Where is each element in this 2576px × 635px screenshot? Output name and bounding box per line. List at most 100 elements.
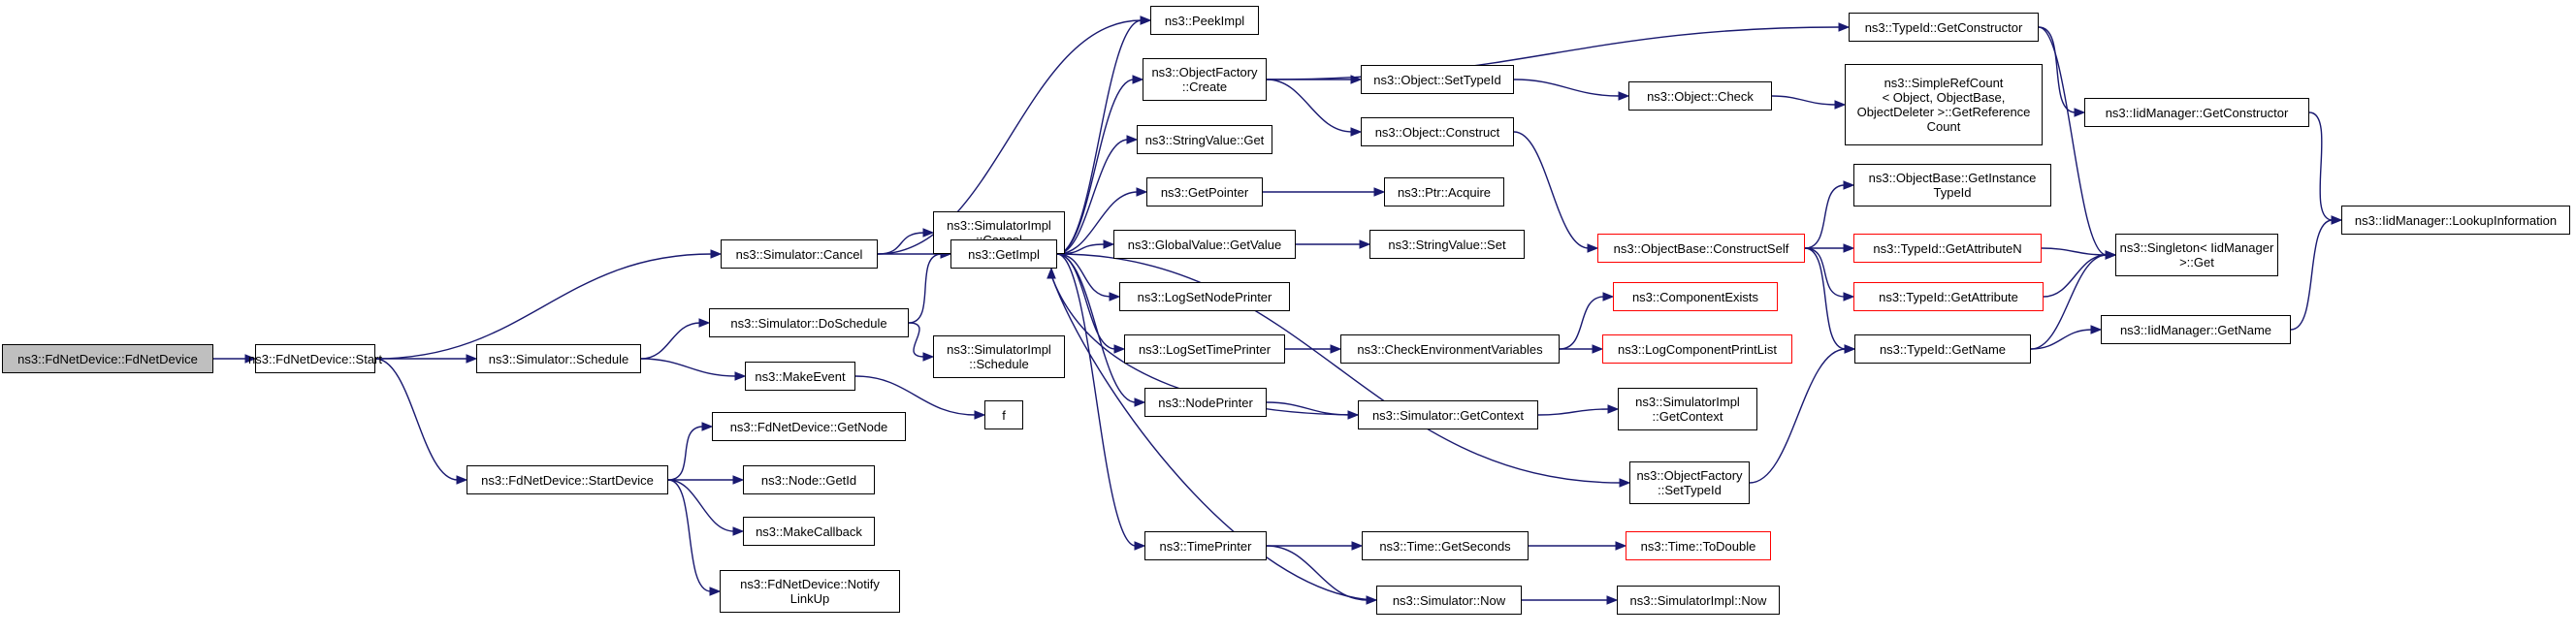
edge-iidgetctor-to-lookupinfo	[2308, 111, 2334, 221]
getimpl-node[interactable]: ns3::GetImpl	[950, 239, 1057, 269]
arrowhead	[1843, 243, 1855, 253]
getseconds-node[interactable]: ns3::Time::GetSeconds	[1362, 531, 1529, 560]
checkenv-node[interactable]: ns3::CheckEnvironmentVariables	[1340, 334, 1560, 364]
startdev-node[interactable]: ns3::FdNetDevice::StartDevice	[467, 465, 668, 494]
typeidgetname-node[interactable]: ns3::TypeId::GetName	[1854, 334, 2031, 364]
arrowhead	[710, 249, 723, 259]
arrowhead	[1132, 75, 1144, 84]
peekimpl-node[interactable]: ns3::PeekImpl	[1150, 6, 1259, 35]
simimplcancel-node[interactable]: ns3::SimulatorImpl ::Cancel	[933, 211, 1065, 254]
ofsettypeid-node[interactable]: ns3::ObjectFactory ::SetTypeId	[1629, 461, 1750, 504]
edge-getimpl-to-nodeprinter	[1056, 253, 1137, 403]
arrowhead	[1330, 344, 1342, 354]
arrowhead	[698, 318, 711, 328]
logsetnodeprinter-node[interactable]: ns3::LogSetNodePrinter	[1119, 282, 1290, 311]
doschedule-node[interactable]: ns3::Simulator::DoSchedule	[709, 308, 909, 337]
arrowhead	[1843, 292, 1855, 302]
getcontext-node[interactable]: ns3::Simulator::GetContext	[1358, 400, 1538, 429]
getrefcount-node[interactable]: ns3::SimpleRefCount < Object, ObjectBase…	[1845, 64, 2043, 145]
getpointer-node[interactable]: ns3::GetPointer	[1146, 177, 1263, 206]
logsettimeprinter-node[interactable]: ns3::LogSetTimePrinter	[1124, 334, 1285, 364]
arrowhead	[1136, 187, 1148, 197]
nodegetid-node[interactable]: ns3::Node::GetId	[743, 465, 875, 494]
arrowhead	[1350, 127, 1363, 137]
arrowhead	[1103, 239, 1115, 249]
makeevent-node[interactable]: ns3::MakeEvent	[745, 362, 855, 391]
schedule-node[interactable]: ns3::Simulator::Schedule	[476, 344, 641, 373]
simimplschedule-node[interactable]: ns3::SimulatorImpl ::Schedule	[933, 335, 1065, 378]
todouble-node[interactable]: ns3::Time::ToDouble	[1626, 531, 1771, 560]
arrowhead	[244, 354, 257, 364]
edge-ofcreate-to-objconstruct	[1266, 79, 1353, 133]
arrowhead	[1113, 344, 1126, 354]
edge-typeidgetname-to-singleton	[2030, 254, 2108, 350]
notifylinkup-node[interactable]: ns3::FdNetDevice::Notify LinkUp	[720, 570, 900, 613]
typeidgetctor-node[interactable]: ns3::TypeId::GetConstructor	[1849, 13, 2039, 42]
stringvalueget-node[interactable]: ns3::StringValue::Get	[1137, 125, 1272, 154]
cancel-node[interactable]: ns3::Simulator::Cancel	[721, 239, 878, 269]
arrowhead	[1109, 292, 1121, 302]
edge-startdev-to-notifylinkup	[667, 479, 712, 592]
arrowhead	[1838, 22, 1851, 32]
stringvalueset-node[interactable]: ns3::StringValue::Set	[1369, 230, 1525, 259]
componentexists-node[interactable]: ns3::ComponentExists	[1613, 282, 1778, 311]
simnow-node[interactable]: ns3::Simulator::Now	[1376, 586, 1522, 615]
edge-schedule-to-doschedule	[640, 322, 701, 360]
arrowhead	[1607, 404, 1620, 414]
edge-getcontext-to-simimplgetcontext	[1537, 408, 1610, 416]
iidgetctor-node[interactable]: ns3::IidManager::GetConstructor	[2084, 98, 2309, 127]
f-node[interactable]: f	[984, 400, 1023, 429]
nodeprinter-node[interactable]: ns3::NodePrinter	[1144, 388, 1267, 417]
edge-getimpl-to-logsetnodeprinter	[1056, 253, 1111, 298]
edge-makeevent-to-f	[854, 375, 977, 416]
edge-simnow-to-getimpl	[1050, 274, 1381, 601]
iidgetname-node[interactable]: ns3::IidManager::GetName	[2101, 315, 2291, 344]
edge-getcontext-to-getimpl	[1050, 274, 1363, 416]
arrowhead	[1602, 292, 1615, 302]
timeprinter-node[interactable]: ns3::TimePrinter	[1144, 531, 1267, 560]
arrowhead	[1350, 75, 1363, 84]
edge-constructself-to-getinstancetypeid	[1804, 184, 1846, 249]
arrowhead	[466, 354, 478, 364]
ofcreate-node[interactable]: ns3::ObjectFactory ::Create	[1143, 58, 1267, 101]
arrowhead	[1592, 344, 1604, 354]
edge-ofcreate-to-typeidgetctor	[1266, 26, 1841, 80]
ctor-node: ns3::FdNetDevice::FdNetDevice	[2, 344, 213, 373]
edge-objcheck-to-getrefcount	[1771, 95, 1837, 106]
singleton-node[interactable]: ns3::Singleton< IidManager >::Get	[2115, 234, 2278, 276]
arrowhead	[1046, 267, 1056, 279]
getattributen-node[interactable]: ns3::TypeId::GetAttributeN	[1853, 234, 2042, 263]
ptracquire-node[interactable]: ns3::Ptr::Acquire	[1384, 177, 1504, 206]
logcompprint-node[interactable]: ns3::LogComponentPrintList	[1602, 334, 1792, 364]
makecallback-node[interactable]: ns3::MakeCallback	[743, 517, 875, 546]
start-node[interactable]: ns3::FdNetDevice::Start	[248, 344, 382, 373]
edge-getattributen-to-singleton	[2041, 247, 2108, 256]
arrowhead	[974, 410, 986, 420]
edge-iidgetname-to-lookupinfo	[2290, 219, 2334, 331]
arrowhead	[1619, 478, 1631, 488]
simimplnow-node[interactable]: ns3::SimulatorImpl::Now	[1617, 586, 1780, 615]
edge-start-to-cancel	[374, 253, 713, 360]
gvgetvalue-node[interactable]: ns3::GlobalValue::GetValue	[1113, 230, 1296, 259]
edge-constructself-to-getattribute	[1804, 247, 1846, 298]
arrowhead	[1140, 16, 1152, 25]
arrowhead	[701, 422, 714, 431]
edge-timeprinter-to-simnow	[1266, 545, 1368, 601]
simimplgetcontext-node[interactable]: ns3::SimulatorImpl ::GetContext	[1618, 388, 1757, 430]
settypeid-node[interactable]: ns3::Object::SetTypeId	[1361, 65, 1514, 94]
arrowhead	[2105, 250, 2117, 260]
getinstancetypeid-node[interactable]: ns3::ObjectBase::GetInstance TypeId	[1853, 164, 2051, 206]
arrowhead	[922, 352, 935, 362]
objcheck-node[interactable]: ns3::Object::Check	[1628, 81, 1772, 111]
edge-start-to-startdev	[374, 358, 459, 481]
edge-getimpl-to-ofsettypeid	[1056, 253, 1622, 484]
objconstruct-node[interactable]: ns3::Object::Construct	[1361, 117, 1514, 146]
getnode-node[interactable]: ns3::FdNetDevice::GetNode	[712, 412, 906, 441]
edge-startdev-to-makecallback	[667, 479, 735, 532]
getattribute-node[interactable]: ns3::TypeId::GetAttribute	[1853, 282, 2044, 311]
constructself-node[interactable]: ns3::ObjectBase::ConstructSelf	[1597, 234, 1805, 263]
arrowhead	[1606, 595, 1619, 605]
edge-getimpl-to-ofcreate	[1056, 79, 1135, 255]
edge-typeidgetctor-to-singleton	[2038, 26, 2108, 256]
lookupinfo-node[interactable]: ns3::IidManager::LookupInformation	[2341, 206, 2570, 235]
